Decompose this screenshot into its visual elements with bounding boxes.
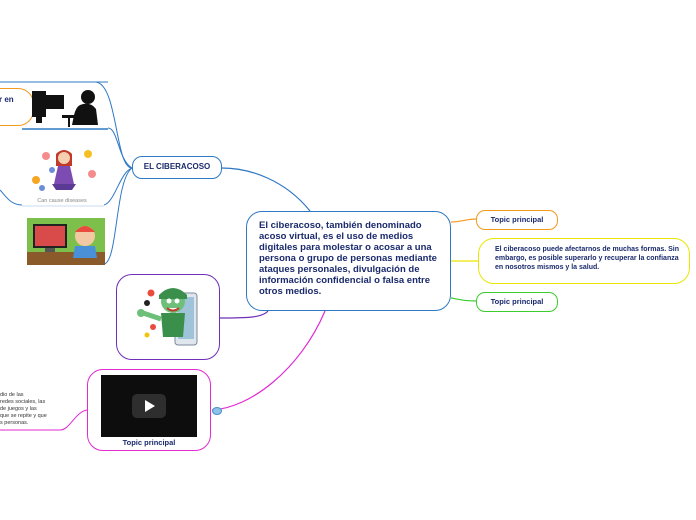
- image-caption: Can cause diseases: [37, 198, 87, 204]
- yellow-note-node[interactable]: El ciberacoso puede afectarnos de muchas…: [478, 238, 690, 284]
- play-button[interactable]: [132, 394, 166, 418]
- topic-principal-green-label: Topic principal: [490, 297, 544, 306]
- left-text-line: s personas.: [0, 420, 29, 426]
- silhouette-computer-image[interactable]: [24, 87, 108, 129]
- angry-phone-image-node[interactable]: [116, 274, 220, 360]
- partial-topic-label: r en: [0, 95, 14, 104]
- computer-cartoon-image[interactable]: [27, 218, 105, 265]
- yellow-note-text: El ciberacoso puede afectarnos de muchas…: [495, 246, 680, 271]
- topic-principal-green[interactable]: Topic principal: [476, 292, 558, 312]
- collapse-toggle[interactable]: [212, 407, 222, 415]
- left-text-line: que se repite y que: [0, 413, 47, 419]
- sad-girl-illustration[interactable]: Can cause diseases: [22, 140, 102, 206]
- left-text-line: dio de las: [0, 392, 24, 398]
- topic-principal-orange-label: Topic principal: [490, 215, 544, 224]
- video-node[interactable]: Topic principal: [87, 369, 211, 451]
- play-icon: [145, 400, 155, 412]
- central-topic-node[interactable]: El ciberacoso, también denominado acoso …: [246, 211, 451, 311]
- angry-phone-cartoon: [137, 288, 198, 346]
- partial-topic-node[interactable]: r en: [0, 88, 34, 126]
- left-partial-text: dio de las redes sociales, las de juegos…: [0, 392, 72, 427]
- left-text-line: de juegos y las: [0, 406, 37, 412]
- topic-principal-orange[interactable]: Topic principal: [476, 210, 558, 230]
- video-player[interactable]: [101, 375, 197, 437]
- ciberacoso-node[interactable]: EL CIBERACOSO: [132, 156, 222, 179]
- video-topic-label: Topic principal: [122, 438, 176, 447]
- left-text-line: redes sociales, las: [0, 399, 46, 405]
- central-topic-text: El ciberacoso, también denominado acoso …: [259, 220, 437, 297]
- ciberacoso-label: EL CIBERACOSO: [143, 162, 211, 171]
